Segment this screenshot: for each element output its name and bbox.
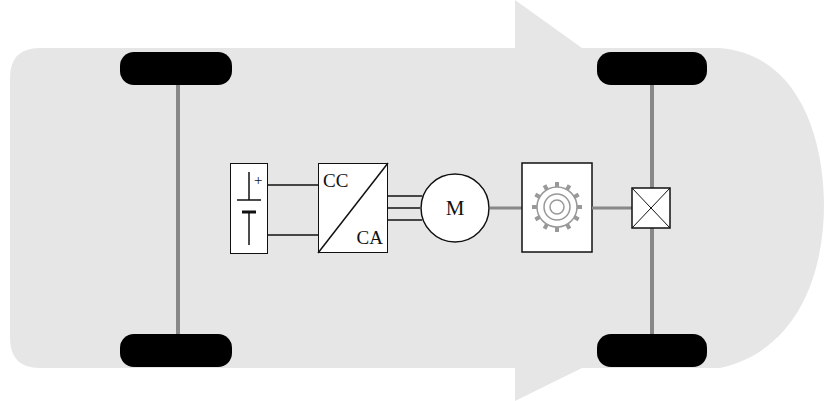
power-wire xyxy=(388,207,420,209)
battery-terminal xyxy=(248,212,250,245)
motor-ground xyxy=(420,173,490,243)
converter-label: CA xyxy=(357,228,383,247)
converter-box: CC CA xyxy=(318,163,388,253)
power-wire xyxy=(268,234,318,236)
motor-shaft xyxy=(490,207,522,210)
converter-ground xyxy=(318,163,388,253)
power-wire xyxy=(268,184,318,186)
battery-terminal xyxy=(248,172,250,200)
battery-plate xyxy=(237,199,261,201)
rear-axle xyxy=(176,68,180,350)
differential-cross xyxy=(632,188,670,228)
motor-label: M xyxy=(446,198,465,219)
converter-diagonal xyxy=(318,163,388,253)
power-wire xyxy=(388,195,422,197)
wheel xyxy=(120,52,232,85)
drive-shaft xyxy=(592,207,632,210)
motor-circle: M xyxy=(420,173,490,243)
power-wire xyxy=(388,219,422,221)
battery-box: + xyxy=(230,163,268,254)
battery-ground xyxy=(230,163,268,254)
car-body xyxy=(10,0,824,401)
wheel xyxy=(120,334,232,367)
differential xyxy=(632,188,670,228)
terminal-sign: + xyxy=(254,173,262,188)
gear-icon xyxy=(532,182,582,232)
converter-label: CC xyxy=(323,171,348,190)
wheel xyxy=(597,334,707,367)
gearbox xyxy=(522,163,592,252)
differential-cross xyxy=(632,188,670,228)
wheel xyxy=(597,52,707,85)
motor-outline xyxy=(421,174,489,242)
